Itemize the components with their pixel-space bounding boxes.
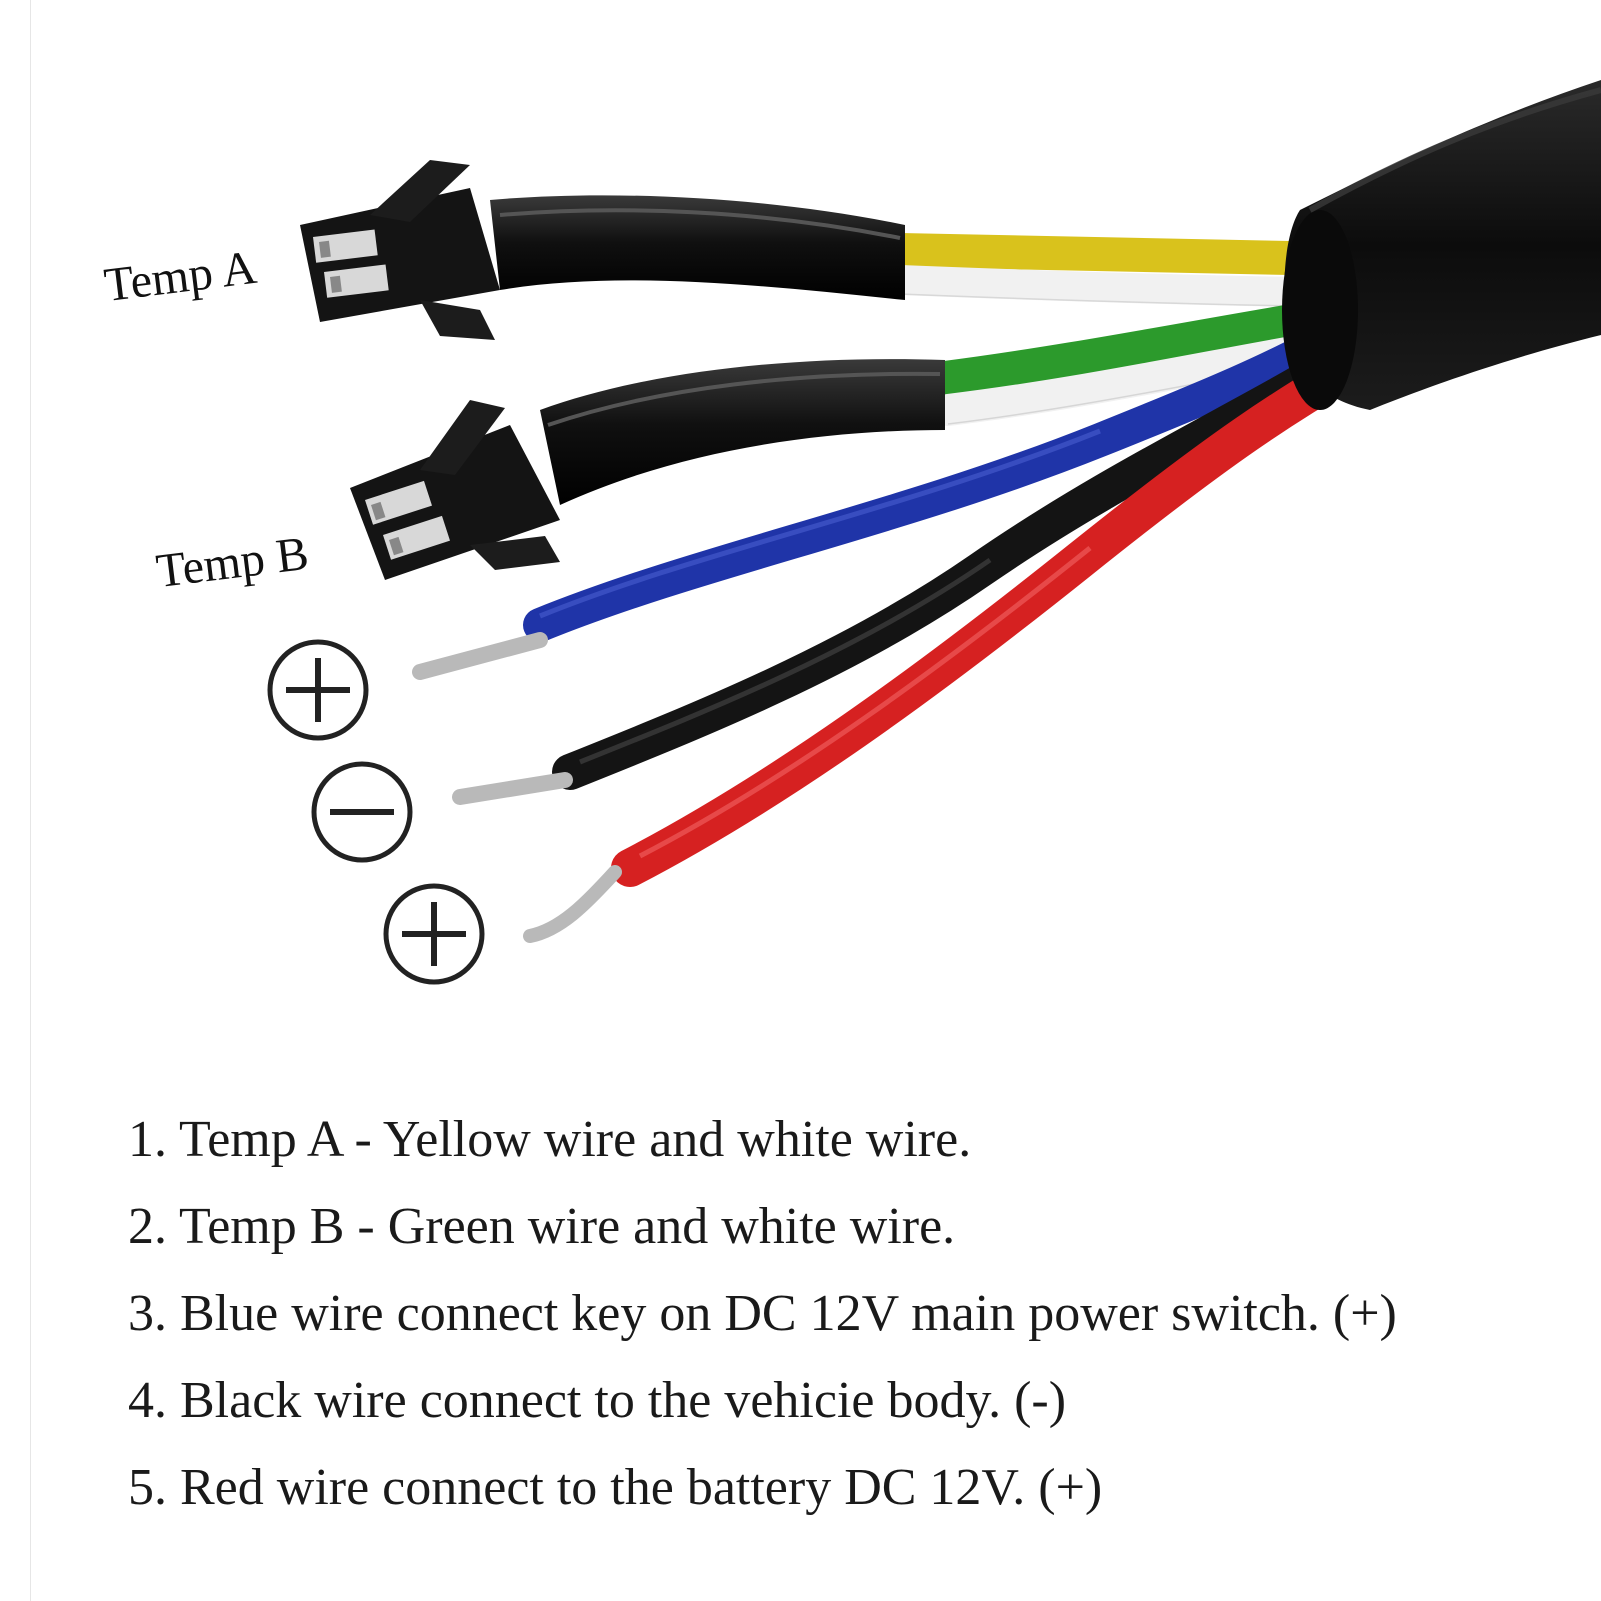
wire-black-tip [452,772,573,805]
wire-white-a [885,265,1315,307]
connector-temp-a [300,160,905,340]
wire-blue [523,328,1337,642]
wire-blue-tip [412,632,548,680]
wire-red [611,343,1379,887]
legend-item-1: 1. Temp A - Yellow wire and white wire. [128,1111,972,1168]
wiring-legend: 1. Temp A - Yellow wire and white wire. … [128,1110,1397,1545]
legend-item-2: 2. Temp B - Green wire and white wire. [128,1198,956,1255]
legend-item-4: 4. Black wire connect to the vehicie bod… [128,1372,1067,1429]
wire-yellow [883,233,1307,275]
plus-symbol-red [383,883,485,985]
legend-item-5: 5. Red wire connect to the battery DC 12… [128,1459,1103,1516]
wire-red-tip [523,865,622,943]
plus-symbol-blue [267,639,369,741]
page-edge-line [30,0,31,1601]
wire-black [552,347,1348,790]
wire-green [928,301,1327,395]
connector-temp-b [350,359,945,580]
minus-symbol-black [311,761,413,863]
cable-jacket [1282,80,1601,410]
legend-item-3: 3. Blue wire connect key on DC 12V main … [128,1285,1397,1342]
wires [412,233,1379,943]
